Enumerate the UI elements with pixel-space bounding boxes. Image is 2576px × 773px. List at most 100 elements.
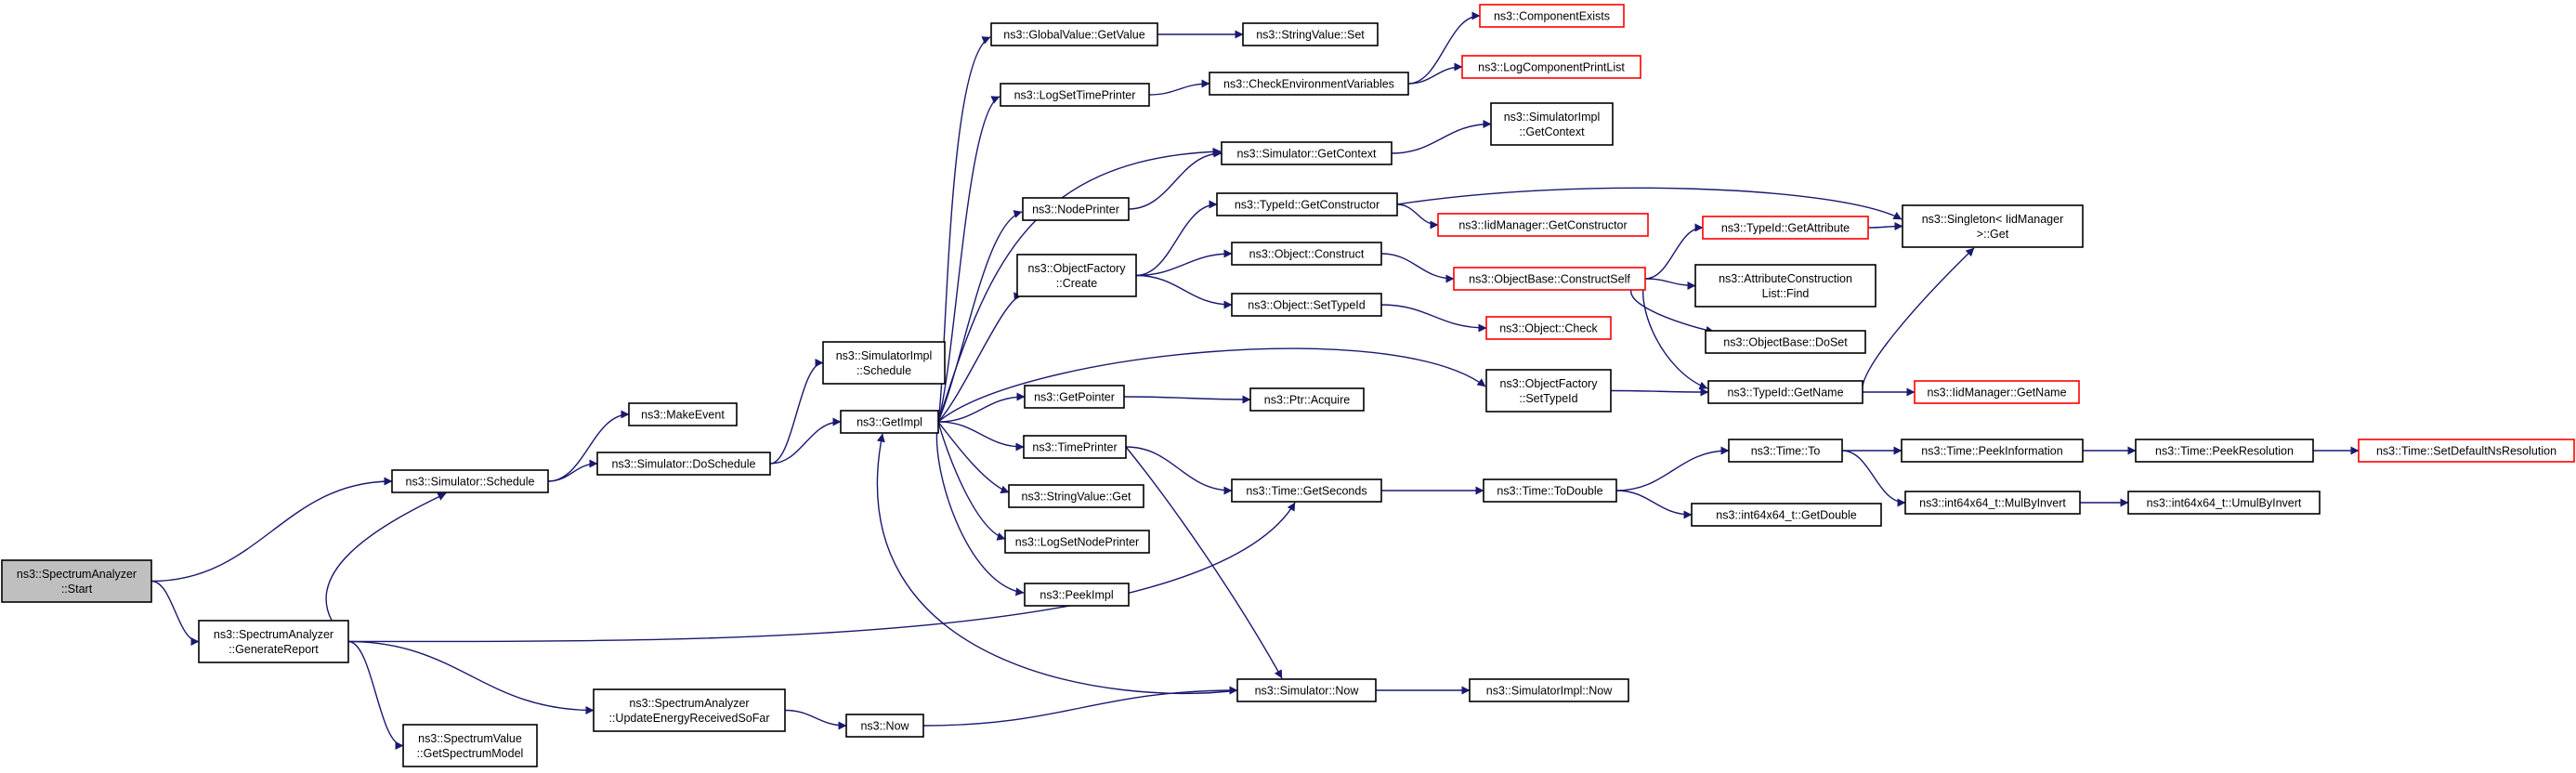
edge-path <box>547 410 630 482</box>
edge-path <box>1123 395 1251 404</box>
node-checkenv[interactable]: ns3::CheckEnvironmentVariables <box>1209 72 1409 96</box>
edge-path <box>1396 203 1439 229</box>
node-now[interactable]: ns3::Now <box>845 714 924 738</box>
node-timegetseconds[interactable]: ns3::Time::GetSeconds <box>1231 478 1382 503</box>
node-label: ns3::TypeId::GetConstructor <box>1235 199 1380 212</box>
edge-objfactorycreate-to-objectconstruct <box>1135 249 1233 277</box>
node-typeidgetname[interactable]: ns3::TypeId::GetName <box>1707 380 1863 404</box>
edge-getimpl-to-objfactorysettypeid <box>937 347 1486 423</box>
node-doschedule[interactable]: ns3::Simulator::DoSchedule <box>596 452 771 476</box>
edge-path <box>922 686 1238 727</box>
node-getpointer[interactable]: ns3::GetPointer <box>1024 385 1125 409</box>
edge-path <box>1407 62 1463 85</box>
node-start[interactable]: ns3::SpectrumAnalyzer::Start <box>1 559 152 603</box>
node-box <box>402 724 538 767</box>
edge-schedule-to-doschedule <box>547 459 598 482</box>
edge-objectbaseconstructself-to-typeidgetattribute <box>1644 223 1704 280</box>
edge-path <box>769 359 824 465</box>
node-peekimpl[interactable]: ns3::PeekImpl <box>1024 583 1130 607</box>
edge-path <box>1867 222 1903 231</box>
node-int64getdouble[interactable]: ns3::int64x64_t::GetDouble <box>1691 503 1882 527</box>
node-objectbaseconstructself[interactable]: ns3::ObjectBase::ConstructSelf <box>1453 267 1646 291</box>
node-simulatornow[interactable]: ns3::Simulator::Now <box>1236 678 1377 702</box>
node-schedule[interactable]: ns3::Simulator::Schedule <box>391 469 549 493</box>
edge-objfactorycreate-to-typeidgetconstructor <box>1135 200 1218 277</box>
edge-checkenv-to-componentexists <box>1407 11 1481 85</box>
node-label: ns3::Object::Construct <box>1249 248 1365 261</box>
edge-path <box>347 640 595 714</box>
edge-getimpl-to-logsetnodeprinter <box>937 421 1006 541</box>
edge-logsettimeprinter-to-checkenv <box>1148 79 1210 96</box>
node-logsetnodeprinter[interactable]: ns3::LogSetNodePrinter <box>1004 530 1150 554</box>
edge-getimpl-to-peekimpl <box>935 421 1025 596</box>
node-int64umulbyinvert[interactable]: ns3::int64x64_t::UmulByInvert <box>2127 491 2321 515</box>
edge-path <box>937 421 1010 494</box>
node-int64mulbyinvert[interactable]: ns3::int64x64_t::MulByInvert <box>1904 491 2081 515</box>
node-typeidgetconstructor[interactable]: ns3::TypeId::GetConstructor <box>1216 192 1398 216</box>
node-nodeprinter[interactable]: ns3::NodePrinter <box>1022 197 1130 221</box>
node-makeevent[interactable]: ns3::MakeEvent <box>628 402 738 426</box>
edge-updateenergy-to-now <box>784 709 847 730</box>
edge-path <box>150 477 393 583</box>
node-label: ::UpdateEnergyReceivedSoFar <box>608 712 769 725</box>
node-stringvalueset[interactable]: ns3::StringValue::Set <box>1242 22 1379 46</box>
node-label: ns3::ObjectFactory <box>1028 262 1127 275</box>
node-stringvalueget[interactable]: ns3::StringValue::Get <box>1008 484 1144 508</box>
node-singletonget[interactable]: ns3::Singleton< IidManager>::Get <box>1902 204 2084 248</box>
node-timesetdefaultnsresolution[interactable]: ns3::Time::SetDefaultNsResolution <box>2358 439 2575 463</box>
node-genreport[interactable]: ns3::SpectrumAnalyzer::GenerateReport <box>198 620 349 663</box>
node-iidmanagergetname[interactable]: ns3::IidManager::GetName <box>1914 380 2080 404</box>
edges-layer <box>150 11 2360 750</box>
edge-path <box>1644 223 1704 280</box>
node-simimplgetcontext[interactable]: ns3::SimulatorImpl::GetContext <box>1490 102 1614 146</box>
node-timeprinter[interactable]: ns3::TimePrinter <box>1023 435 1127 459</box>
edge-typeidgetconstructor-to-singletonget <box>1396 187 1903 220</box>
node-box <box>1008 484 1144 508</box>
edge-typeidgetname-to-singletonget <box>1862 247 1975 393</box>
node-label: ns3::int64x64_t::MulByInvert <box>1919 497 2066 510</box>
node-componentexists[interactable]: ns3::ComponentExists <box>1479 4 1625 28</box>
node-getimpl[interactable]: ns3::GetImpl <box>840 410 939 434</box>
node-globalvalueget[interactable]: ns3::GlobalValue::GetValue <box>990 22 1158 46</box>
node-label: ns3::Simulator::Schedule <box>406 476 535 489</box>
node-simgetcontext[interactable]: ns3::Simulator::GetContext <box>1221 141 1393 165</box>
node-timetodouble[interactable]: ns3::Time::ToDouble <box>1483 478 1617 503</box>
node-iidmanagergetconstructor[interactable]: ns3::IidManager::GetConstructor <box>1437 213 1649 237</box>
node-updateenergy[interactable]: ns3::SpectrumAnalyzer::UpdateEnergyRecei… <box>593 688 786 732</box>
node-box <box>1004 530 1150 554</box>
node-box <box>1216 192 1398 216</box>
edge-path <box>1396 187 1903 220</box>
node-ptracquire[interactable]: ns3::Ptr::Acquire <box>1249 387 1365 412</box>
node-spectrumvaluegetmodel[interactable]: ns3::SpectrumValue::GetSpectrumModel <box>402 724 538 767</box>
node-timeto[interactable]: ns3::Time::To <box>1728 439 1843 463</box>
node-objfactorysettypeid[interactable]: ns3::ObjectFactory::SetTypeId <box>1485 369 1612 413</box>
node-label: ns3::LogSetTimePrinter <box>1014 89 1136 102</box>
edge-getimpl-to-nodeprinter <box>937 210 1023 423</box>
node-box <box>1016 254 1137 297</box>
node-box <box>1485 369 1612 413</box>
node-logcomponentprintlist[interactable]: ns3::LogComponentPrintList <box>1461 55 1641 79</box>
node-simimplschedule[interactable]: ns3::SimulatorImpl::Schedule <box>822 341 946 385</box>
node-label: ns3::CheckEnvironmentVariables <box>1223 78 1394 91</box>
node-label: ns3::GlobalValue::GetValue <box>1003 29 1144 42</box>
node-box <box>1024 385 1125 409</box>
node-label: ::GenerateReport <box>229 643 319 656</box>
node-timepeekresolution[interactable]: ns3::Time::PeekResolution <box>2135 439 2314 463</box>
node-typeidgetattribute[interactable]: ns3::TypeId::GetAttribute <box>1702 216 1869 240</box>
node-objectsettypeid[interactable]: ns3::Object::SetTypeId <box>1231 293 1382 317</box>
node-objectbasedoset[interactable]: ns3::ObjectBase::DoSet <box>1705 330 1866 354</box>
node-objfactorycreate[interactable]: ns3::ObjectFactory::Create <box>1016 254 1137 297</box>
node-box <box>1437 213 1649 237</box>
node-label: ns3::ComponentExists <box>1494 10 1610 23</box>
node-box <box>1728 439 1843 463</box>
node-label: ns3::Object::SetTypeId <box>1248 299 1366 312</box>
node-logsettimeprinter[interactable]: ns3::LogSetTimePrinter <box>1000 83 1150 107</box>
node-simimplnow[interactable]: ns3::SimulatorImpl::Now <box>1469 678 1629 702</box>
node-objectcheck[interactable]: ns3::Object::Check <box>1485 316 1612 340</box>
edge-timeprinter-to-timegetseconds <box>1125 446 1233 495</box>
node-timepeekinformation[interactable]: ns3::Time::PeekInformation <box>1901 439 2084 463</box>
edge-path <box>1841 450 1906 507</box>
node-objectconstruct[interactable]: ns3::Object::Construct <box>1231 242 1382 266</box>
